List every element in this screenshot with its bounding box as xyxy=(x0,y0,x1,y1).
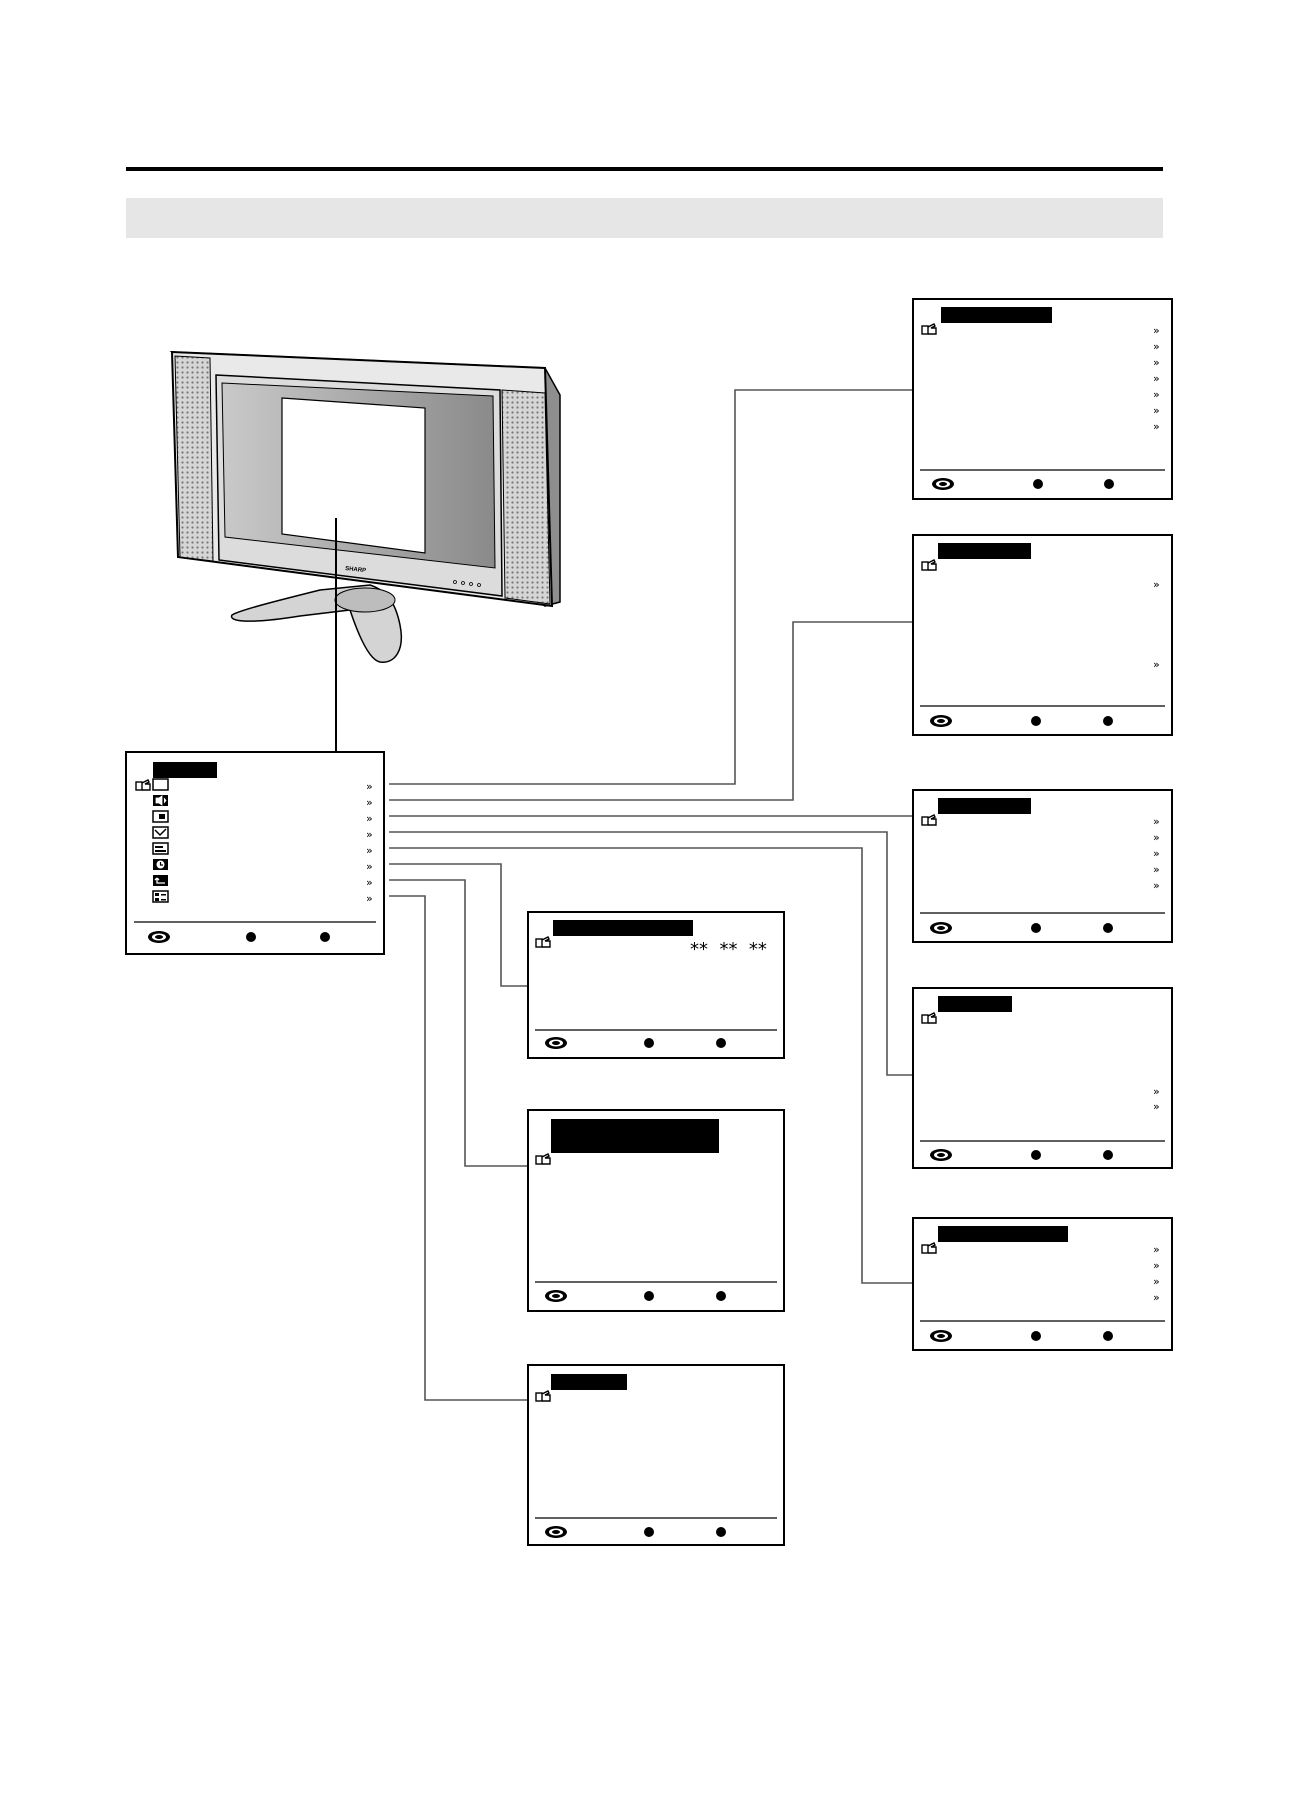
remote-cursor-icon xyxy=(545,1526,567,1538)
remote-cursor-icon xyxy=(930,715,952,727)
remote-cursor-icon xyxy=(930,1330,952,1342)
return-button-icon xyxy=(716,1527,726,1537)
right-speaker-grille xyxy=(501,389,551,605)
item-arrow: » xyxy=(366,860,373,873)
submenu-title-bar xyxy=(938,798,1031,814)
return-button-icon xyxy=(1103,1331,1113,1341)
submenu-reset xyxy=(527,1109,785,1312)
item-arrow: » xyxy=(366,812,373,825)
left-speaker-grille xyxy=(174,355,214,562)
menu-item-reset[interactable]: » xyxy=(153,875,373,889)
menu-item-audio[interactable]: » xyxy=(153,795,373,809)
item-arrow: » xyxy=(1153,578,1160,591)
return-button-icon xyxy=(1103,1150,1113,1160)
submenu-title-bar xyxy=(938,996,1012,1012)
item-arrow: » xyxy=(1153,356,1160,369)
enter-button-icon xyxy=(1031,1331,1041,1341)
picture-icon xyxy=(152,778,169,791)
submenu-picture: » » » » » » » xyxy=(912,298,1173,500)
enter-button-icon xyxy=(1031,716,1041,726)
item-arrow: » xyxy=(366,876,373,889)
setup-icon xyxy=(152,842,169,855)
brand-logo: SHARP xyxy=(345,566,367,574)
main-menu-title-bar xyxy=(153,762,217,778)
item-arrow: » xyxy=(366,844,373,857)
osd-preview xyxy=(281,397,426,554)
remote-cursor-icon xyxy=(545,1290,567,1302)
remote-cursor-icon xyxy=(930,1149,952,1161)
item-arrow: » xyxy=(1153,863,1160,876)
submenu-power-control: » » xyxy=(912,987,1173,1169)
item-arrow: » xyxy=(1153,847,1160,860)
remote-cursor-icon xyxy=(148,931,170,943)
submenu-title-bar xyxy=(551,1374,627,1390)
submenu-title-bar xyxy=(938,543,1031,559)
enter-button-icon xyxy=(644,1291,654,1301)
submenu-position: » » » » » xyxy=(912,789,1173,943)
option-icon xyxy=(152,890,169,903)
return-button-icon xyxy=(1104,479,1114,489)
menu-item-option[interactable]: » xyxy=(152,890,373,905)
submenu-title-bar xyxy=(551,1119,719,1153)
item-arrow: » xyxy=(1153,1100,1160,1113)
item-arrow: » xyxy=(1153,831,1160,844)
remote-cursor-icon xyxy=(932,478,954,490)
item-arrow: » xyxy=(1153,372,1160,385)
item-arrow: » xyxy=(1153,879,1160,892)
menu-item-setup[interactable]: » xyxy=(152,842,373,857)
menu-item-position[interactable]: » xyxy=(152,810,373,825)
tv-illustration: SHARP xyxy=(169,350,561,663)
item-arrow: » xyxy=(366,780,373,793)
main-menu: » » » » » » » » xyxy=(125,751,385,955)
audio-icon xyxy=(153,795,168,806)
item-arrow: » xyxy=(1153,658,1160,671)
item-arrow: » xyxy=(366,892,373,905)
submenu-title-bar xyxy=(553,920,693,936)
item-arrow: » xyxy=(1153,324,1160,337)
item-arrow: » xyxy=(1153,420,1160,433)
item-arrow: » xyxy=(1153,388,1160,401)
submenu-audio: » » xyxy=(912,534,1173,736)
remote-cursor-icon xyxy=(545,1037,567,1049)
enter-button-icon xyxy=(246,932,256,942)
item-arrow: » xyxy=(1153,340,1160,353)
submenu-timer: ** ** ** xyxy=(527,911,785,1059)
enter-button-icon xyxy=(1031,923,1041,933)
header-rule xyxy=(126,167,1163,171)
item-arrow: » xyxy=(1153,1085,1160,1098)
item-arrow: » xyxy=(366,828,373,841)
return-button-icon xyxy=(716,1038,726,1048)
connector-lines xyxy=(389,389,913,1401)
item-arrow: » xyxy=(1153,1291,1160,1304)
timer-icon xyxy=(153,859,168,870)
return-button-icon xyxy=(320,932,330,942)
item-arrow: » xyxy=(366,796,373,809)
timer-value: ** ** ** xyxy=(690,939,767,960)
enter-button-icon xyxy=(644,1527,654,1537)
menu-item-picture[interactable]: » xyxy=(152,778,373,793)
submenu-title-bar xyxy=(938,1226,1068,1242)
front-buttons xyxy=(453,580,481,587)
return-button-icon xyxy=(716,1291,726,1301)
item-arrow: » xyxy=(1153,1243,1160,1256)
menu-item-power-control[interactable]: » xyxy=(152,826,373,841)
menu-item-timer[interactable]: » xyxy=(153,859,373,873)
enter-button-icon xyxy=(1033,479,1043,489)
enter-button-icon xyxy=(1031,1150,1041,1160)
submenu-setup: » » » » xyxy=(912,1217,1173,1351)
item-arrow: » xyxy=(1153,404,1160,417)
power-control-icon xyxy=(152,826,169,839)
reset-icon xyxy=(153,875,168,886)
enter-button-icon xyxy=(644,1038,654,1048)
submenu-title-bar xyxy=(941,307,1052,323)
item-arrow: » xyxy=(1153,1259,1160,1272)
return-button-icon xyxy=(1103,716,1113,726)
item-arrow: » xyxy=(1153,815,1160,828)
remote-cursor-icon xyxy=(930,922,952,934)
submenu-option xyxy=(527,1364,785,1546)
position-icon xyxy=(152,810,169,823)
item-arrow: » xyxy=(1153,1275,1160,1288)
section-band xyxy=(126,198,1163,238)
return-button-icon xyxy=(1103,923,1113,933)
